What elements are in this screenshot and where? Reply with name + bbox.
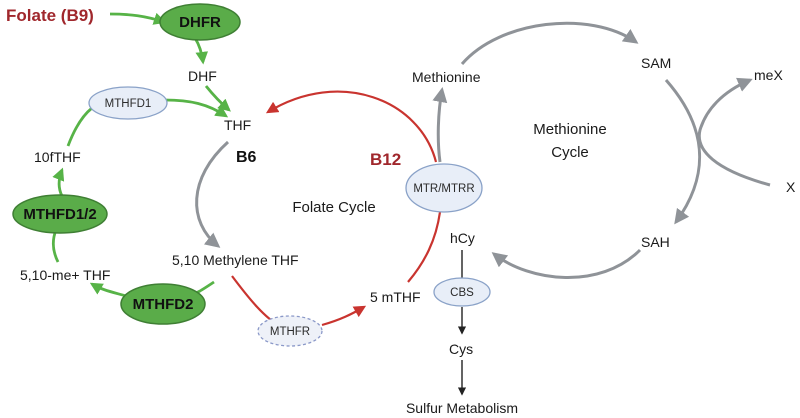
arrow-dhfr-to-dhf [193,37,208,65]
svg-text:MTHFD1/2: MTHFD1/2 [23,206,96,223]
arrow-thf-to-methylene-thf [195,140,230,248]
arrow-sah-to-hcy [491,248,642,279]
svg-text:MTHFD2: MTHFD2 [133,296,194,313]
metabolite-hcy: hCy [450,230,475,246]
metabolite-sah: SAH [641,234,670,250]
enzyme-mthfd12: MTHFD1/2 [12,194,108,234]
methionine-cycle-title-line2: Cycle [551,144,589,161]
metabolite-x: X [786,179,796,195]
arrow-5mthf-to-mtr [407,211,442,283]
enzyme-mthfd2: MTHFD2 [120,283,206,325]
svg-text:CBS: CBS [450,287,474,299]
metabolite-methenyl-thf: 5,10-me+ THF [20,267,110,283]
enzyme-mtr-mtrr: MTR/MTRR [405,163,483,213]
svg-text:MTHFR: MTHFR [270,326,310,338]
metabolite-methylene-thf: 5,10 Methylene THF [172,252,299,268]
arrow-folate-to-dhfr [109,12,167,25]
folate-cycle-title: Folate Cycle [292,199,375,216]
vitamin-b12: B12 [370,150,401,169]
metabolite-mex: meX [754,67,783,83]
arrow-x-to-mex [697,77,771,187]
metabolite-methionine: Methionine [412,69,481,85]
arrow-sam-to-sah [664,79,701,225]
enzyme-mthfd1: MTHFD1 [88,86,168,120]
arrow-mtr-to-thf [265,90,438,163]
enzyme-dhfr: DHFR [159,3,241,41]
metabolite-cys: Cys [449,341,473,357]
enzyme-mthfr: MTHFR [257,315,323,347]
vitamin-b6: B6 [236,149,257,166]
metabolite-dhf: DHF [188,68,217,84]
arrow-mthfd12-to-10fthf [52,167,65,197]
arrow-mthfd2-to-methenyl [89,282,127,298]
vitamin-folate-b9: Folate (B9) [6,6,94,25]
metabolite-5mthf: 5 mTHF [370,289,421,305]
methionine-cycle-title-line1: Methionine [533,121,606,138]
svg-text:MTHFD1: MTHFD1 [105,98,152,110]
svg-text:MTR/MTRR: MTR/MTRR [413,183,474,195]
metabolite-sulfur-metabolism: Sulfur Metabolism [406,400,518,416]
metabolite-10fthf: 10fTHF [34,149,81,165]
arrow-mtr-to-methionine [432,87,448,163]
arrow-10fthf-to-mthfd1 [66,106,93,147]
arrow-methenyl-to-mthfd12 [51,229,60,263]
arrow-mthfr-to-5mthf [321,305,367,327]
metabolite-sam: SAM [641,55,671,71]
enzyme-cbs: CBS [433,277,491,307]
svg-text:DHFR: DHFR [179,14,221,31]
arrow-mthfd1-to-thf [164,98,229,118]
metabolite-thf: THF [224,117,251,133]
arrow-methionine-to-sam [460,21,639,65]
